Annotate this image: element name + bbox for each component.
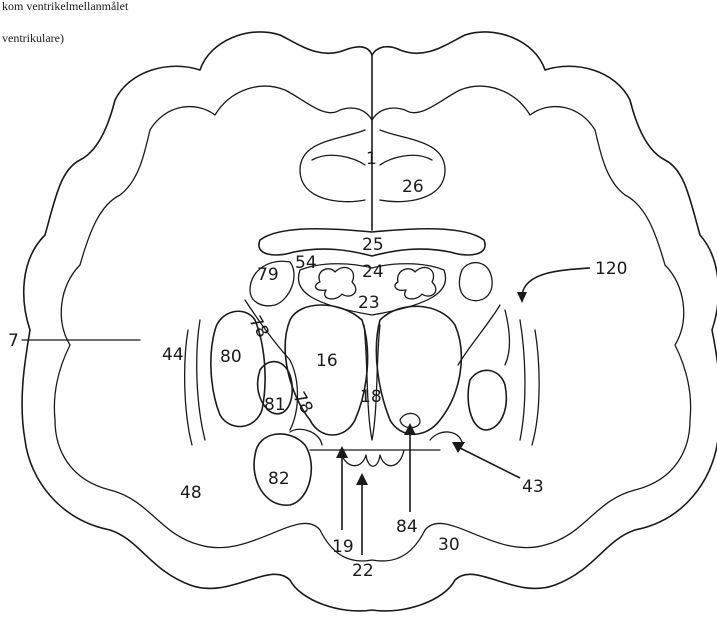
label-24: 24 xyxy=(362,262,384,282)
label-22: 22 xyxy=(352,561,374,581)
label-80: 80 xyxy=(220,347,242,367)
cortex-outer-outline xyxy=(22,32,717,611)
label-54: 54 xyxy=(295,253,317,273)
optic-tract-right xyxy=(430,432,462,442)
label-16: 16 xyxy=(316,351,338,371)
caudate-right xyxy=(459,263,492,301)
label-7: 7 xyxy=(8,331,19,351)
insula-left-line-2 xyxy=(185,330,192,445)
hypothalamus-bulge xyxy=(340,450,404,466)
insula-right-line-1 xyxy=(520,320,525,440)
label-23: 23 xyxy=(358,293,380,313)
label-79: 79 xyxy=(257,265,279,285)
label-25: 25 xyxy=(362,235,384,255)
callosal-sulcus-left xyxy=(312,155,365,165)
label-78-upper: 78 xyxy=(244,313,272,342)
arrow-120 xyxy=(517,268,590,303)
label-1: 1 xyxy=(366,149,377,169)
label-18: 18 xyxy=(360,387,382,407)
insula-right-line-2 xyxy=(532,330,539,445)
label-44: 44 xyxy=(162,345,184,365)
callosal-sulcus-right xyxy=(380,155,432,165)
caption-line-2: ventrikulare) xyxy=(2,31,64,45)
cingulate-gyrus-left xyxy=(300,130,365,202)
claustrum-right xyxy=(505,310,510,365)
thalamus-right xyxy=(376,306,461,434)
label-82: 82 xyxy=(268,469,290,489)
fornix-cloud-right xyxy=(395,267,436,298)
caption-line-1: kom ventrikelmellanmålet xyxy=(2,0,129,13)
insula-left-line-1 xyxy=(197,320,205,440)
label-19: 19 xyxy=(332,537,354,557)
label-48: 48 xyxy=(180,483,202,503)
arrow-22 xyxy=(356,473,368,555)
label-81: 81 xyxy=(264,395,286,415)
label-43: 43 xyxy=(522,477,544,497)
label-120: 120 xyxy=(595,259,627,279)
internal-capsule-right xyxy=(458,305,500,365)
label-84: 84 xyxy=(396,517,418,537)
lentiform-right xyxy=(468,370,506,430)
arrow-84 xyxy=(404,423,416,512)
arrow-43 xyxy=(452,442,520,478)
label-26: 26 xyxy=(402,177,424,197)
fornix-cloud-left xyxy=(315,267,355,298)
label-30: 30 xyxy=(438,535,460,555)
arrow-19 xyxy=(336,446,348,530)
